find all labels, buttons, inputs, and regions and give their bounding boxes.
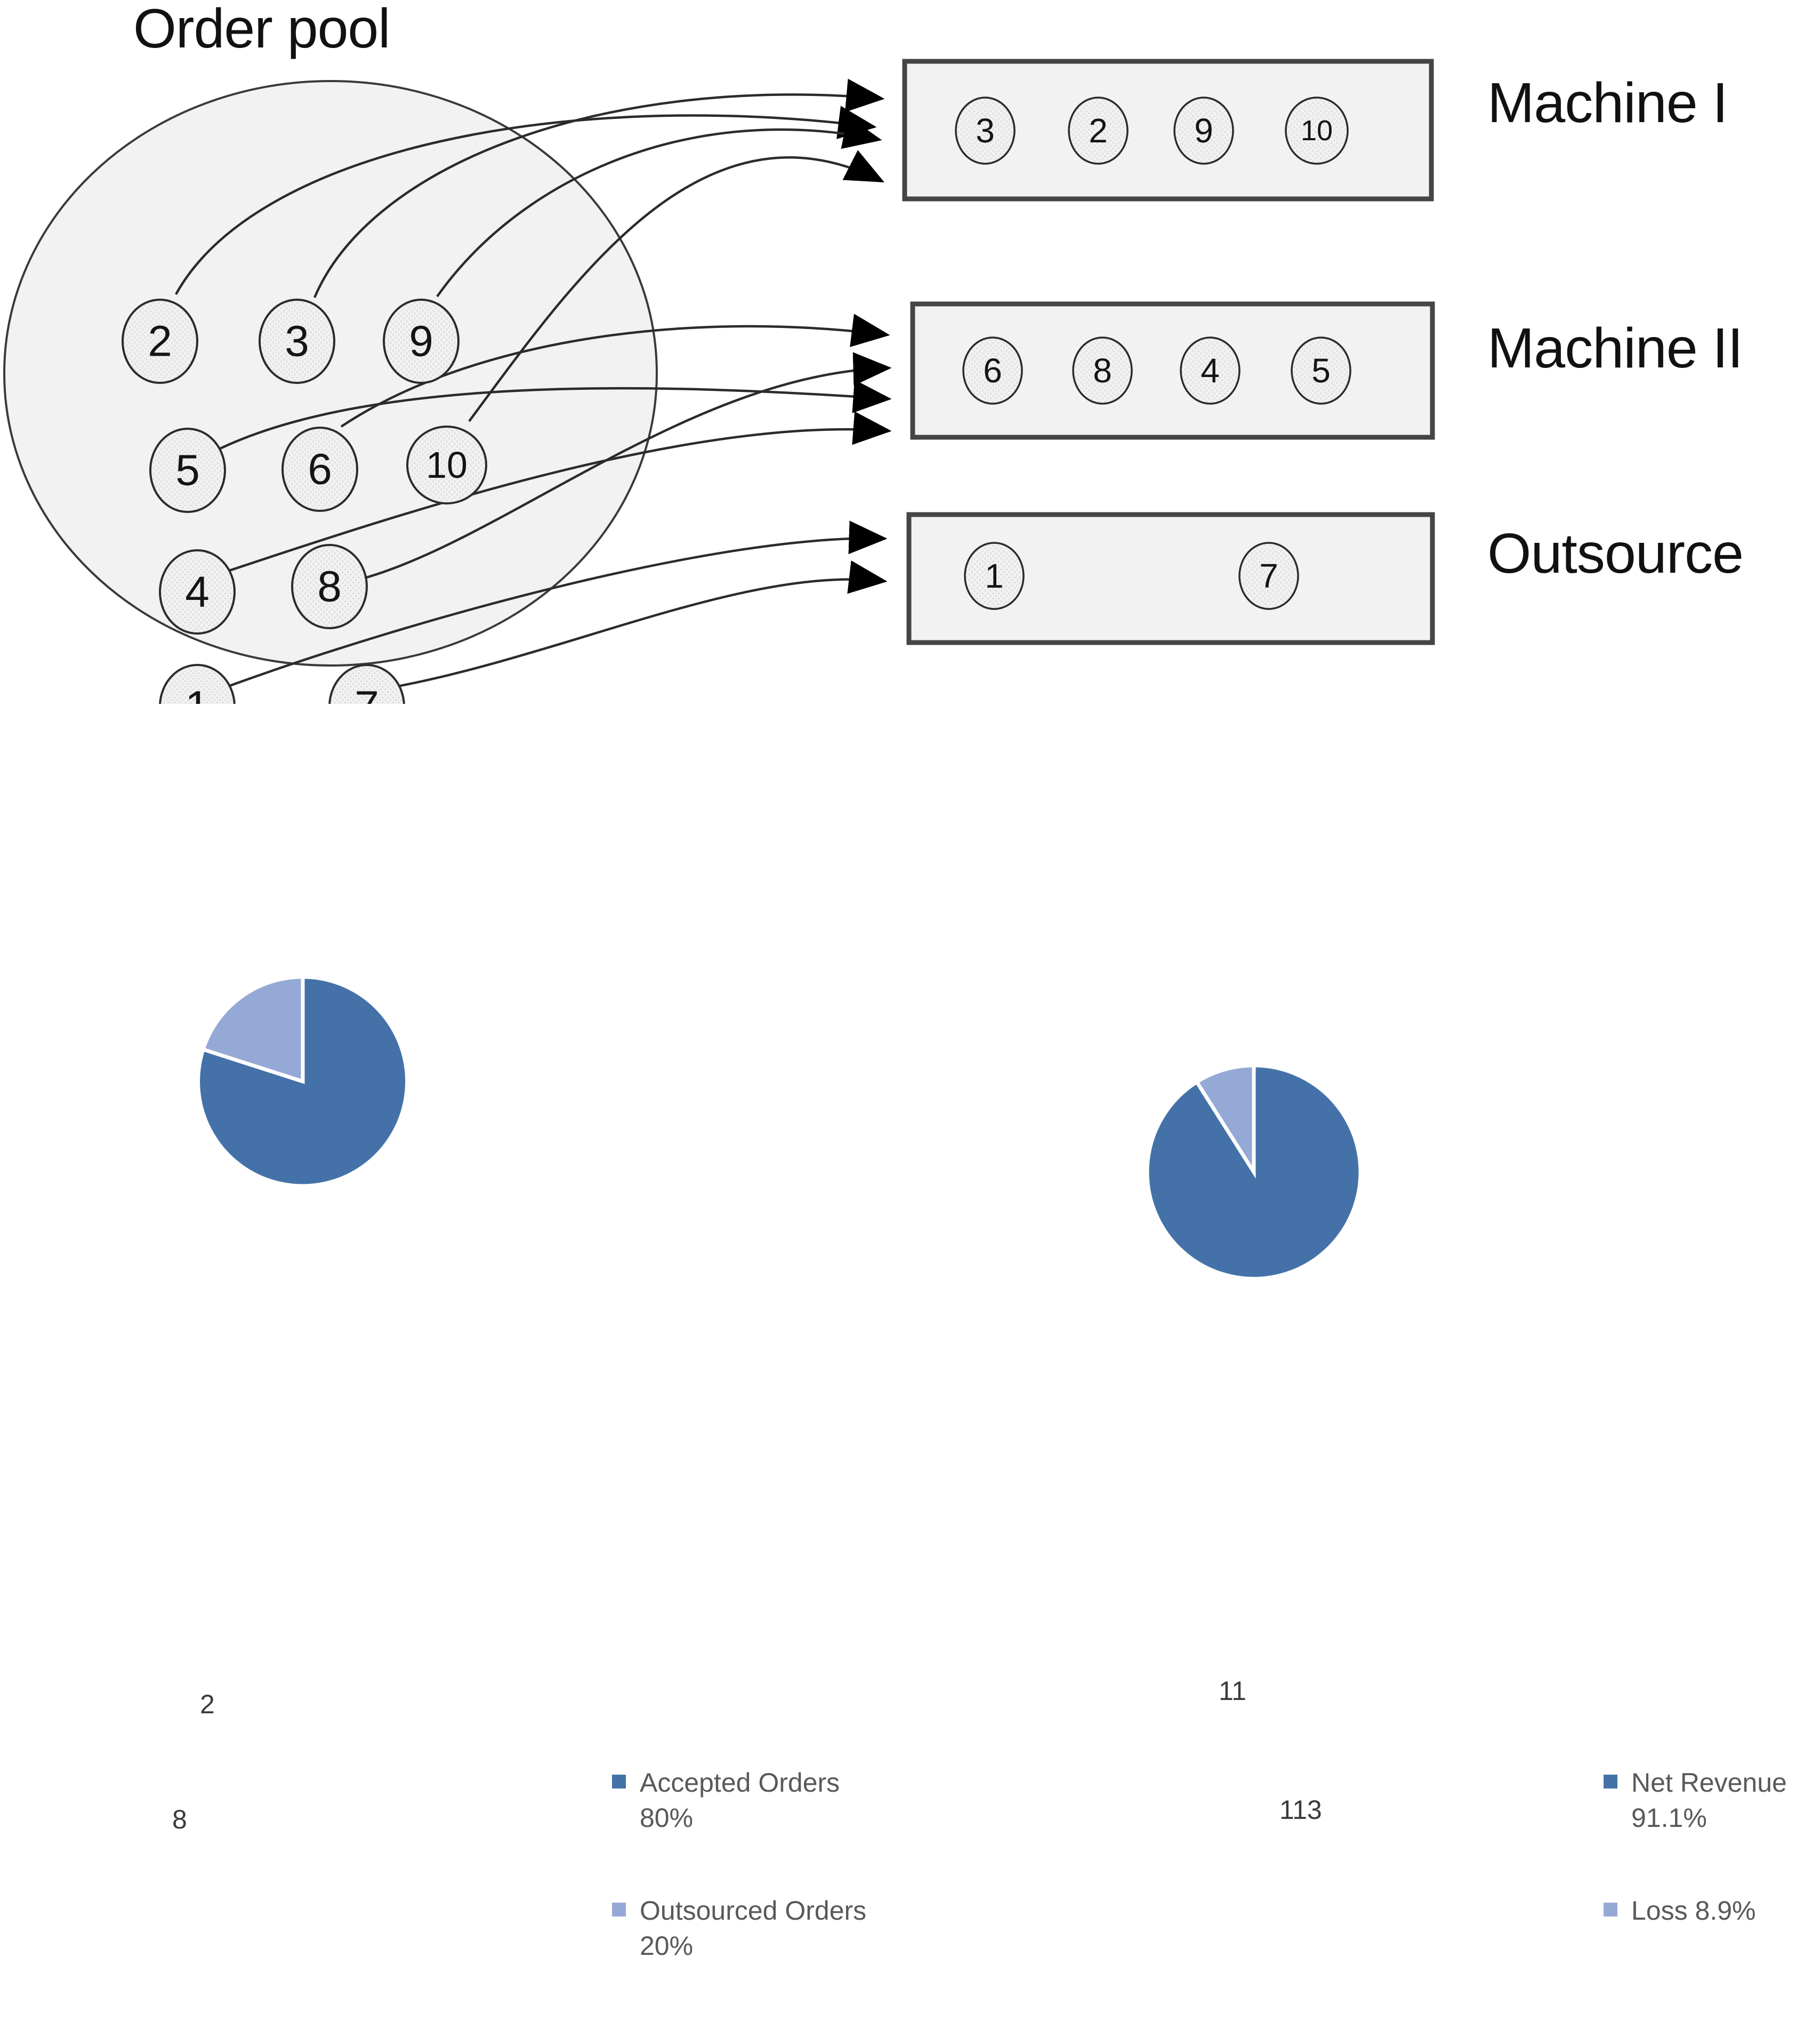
- order-pool-title: Order pool: [133, 0, 390, 60]
- revenue-pie-legend: Net Revenue 91.1% Loss 8.9%: [1604, 1765, 1787, 1986]
- machine-2-slot-2-label: 4: [1201, 351, 1220, 390]
- outsource-slot-0[interactable]: 1: [964, 542, 1025, 610]
- connector-1-outsource: [223, 520, 888, 689]
- revenue-pie-slice-loss[interactable]: [1194, 1063, 1256, 1179]
- legend-swatch-outsourced-orders: [612, 1903, 626, 1916]
- legend-item-loss[interactable]: Loss 8.9%: [1604, 1893, 1787, 1928]
- machine-1-slot-1[interactable]: 2: [1068, 97, 1129, 165]
- outsource-label: Outsource: [1487, 522, 1744, 585]
- pool-order-6-label: 6: [308, 445, 332, 494]
- machine-1-slot-2-label: 9: [1194, 111, 1213, 150]
- machine-1-slot-3-label: 10: [1301, 115, 1333, 147]
- pool-order-3[interactable]: 3: [259, 299, 335, 384]
- legend-label-net-revenue: Net Revenue 91.1%: [1631, 1768, 1787, 1833]
- orders-pie-major-value: 8: [172, 1805, 187, 1834]
- orders-pie-minor-value: 2: [200, 1689, 215, 1719]
- pie-charts-section: 2 8 11 113 Accepted Orders 80% Outsource…: [0, 704, 1820, 1961]
- pool-order-8-label: 8: [317, 563, 342, 611]
- machine-1-label: Machine I: [1487, 71, 1728, 134]
- pool-order-3-label: 3: [285, 317, 309, 366]
- machine-2-slot-2[interactable]: 4: [1180, 336, 1241, 405]
- machine-2-label: Machine II: [1487, 317, 1743, 380]
- legend-label-loss: Loss 8.9%: [1631, 1896, 1756, 1926]
- pool-order-5-label: 5: [175, 446, 200, 495]
- connector-group: [175, 78, 892, 689]
- pool-order-8[interactable]: 8: [291, 544, 368, 629]
- diagram-canvas: 2 3 9 5 6 10 4: [3, 59, 1435, 704]
- outsource-box[interactable]: 1 7: [906, 512, 1435, 645]
- pool-order-nodes: 2 3 9 5 6 10 4: [122, 299, 487, 704]
- legend-item-accepted-orders[interactable]: Accepted Orders 80%: [612, 1765, 866, 1835]
- connector-7-outsource: [389, 560, 888, 689]
- connector-10-machine1: [468, 150, 885, 422]
- outsource-slot-1[interactable]: 7: [1238, 542, 1299, 610]
- pool-order-1-label: 1: [185, 683, 210, 704]
- pool-order-7[interactable]: 7: [328, 664, 405, 704]
- connector-3-machine1: [313, 78, 885, 298]
- pool-order-6[interactable]: 6: [281, 427, 358, 512]
- revenue-pie-chart: [1145, 1063, 1363, 1281]
- legend-swatch-net-revenue: [1604, 1775, 1617, 1789]
- charts-canvas: [196, 975, 1363, 1281]
- pool-order-9-label: 9: [409, 317, 433, 366]
- pool-order-2[interactable]: 2: [122, 299, 198, 384]
- pool-order-10-label: 10: [426, 444, 468, 486]
- pool-order-5[interactable]: 5: [149, 428, 226, 513]
- order-pool-circle: [3, 80, 658, 667]
- orders-pie-chart: [196, 975, 409, 1188]
- revenue-pie-major-value: 113: [1279, 1795, 1322, 1825]
- legend-label-outsourced-orders: Outsourced Orders 20%: [640, 1896, 867, 1961]
- machine-2-slot-0[interactable]: 6: [962, 336, 1023, 405]
- machine-1-slot-0-label: 3: [976, 111, 995, 150]
- pool-order-4[interactable]: 4: [159, 549, 236, 635]
- machine-1-box[interactable]: 3 2 9 10: [902, 59, 1434, 202]
- pool-order-1[interactable]: 1: [159, 664, 236, 704]
- order-allocation-diagram: 2 3 9 5 6 10 4: [0, 0, 1820, 704]
- machine-2-slot-3[interactable]: 5: [1291, 336, 1351, 405]
- legend-label-accepted-orders: Accepted Orders 80%: [640, 1768, 840, 1833]
- outsource-slot-1-label: 7: [1259, 557, 1278, 595]
- machine-1-slot-2[interactable]: 9: [1173, 97, 1234, 165]
- legend-swatch-accepted-orders: [612, 1775, 626, 1789]
- connector-6-machine2: [340, 314, 890, 428]
- legend-item-outsourced-orders[interactable]: Outsourced Orders 20%: [612, 1893, 866, 1963]
- machine-1-slot-0[interactable]: 3: [955, 97, 1016, 165]
- pool-order-9[interactable]: 9: [383, 299, 460, 384]
- outsource-slot-0-label: 1: [985, 557, 1004, 595]
- connector-4-machine2: [221, 411, 892, 575]
- pool-order-7-label: 7: [355, 683, 379, 704]
- machine-2-slot-3-label: 5: [1311, 351, 1331, 390]
- machine-2-slot-1[interactable]: 8: [1072, 336, 1133, 405]
- machine-1-slot-1-label: 2: [1089, 111, 1108, 150]
- pool-order-10[interactable]: 10: [406, 426, 487, 504]
- pool-order-4-label: 4: [185, 568, 210, 616]
- machine-2-slot-1-label: 8: [1093, 351, 1112, 390]
- machine-2-box[interactable]: 6 8 4 5: [910, 301, 1435, 440]
- machine-1-slot-3[interactable]: 10: [1285, 97, 1349, 165]
- machine-2-slot-0-label: 6: [983, 351, 1002, 390]
- orders-pie-slice-outsourced[interactable]: [200, 975, 305, 1084]
- pool-order-2-label: 2: [148, 317, 172, 366]
- legend-swatch-loss: [1604, 1903, 1617, 1916]
- connector-2-machine1: [175, 106, 877, 295]
- orders-pie-legend: Accepted Orders 80% Outsourced Orders 20…: [612, 1765, 866, 2021]
- connector-5-machine2: [215, 379, 892, 452]
- legend-item-net-revenue[interactable]: Net Revenue 91.1%: [1604, 1765, 1787, 1835]
- revenue-pie-minor-value: 11: [1219, 1676, 1246, 1706]
- connector-9-machine1: [436, 116, 882, 298]
